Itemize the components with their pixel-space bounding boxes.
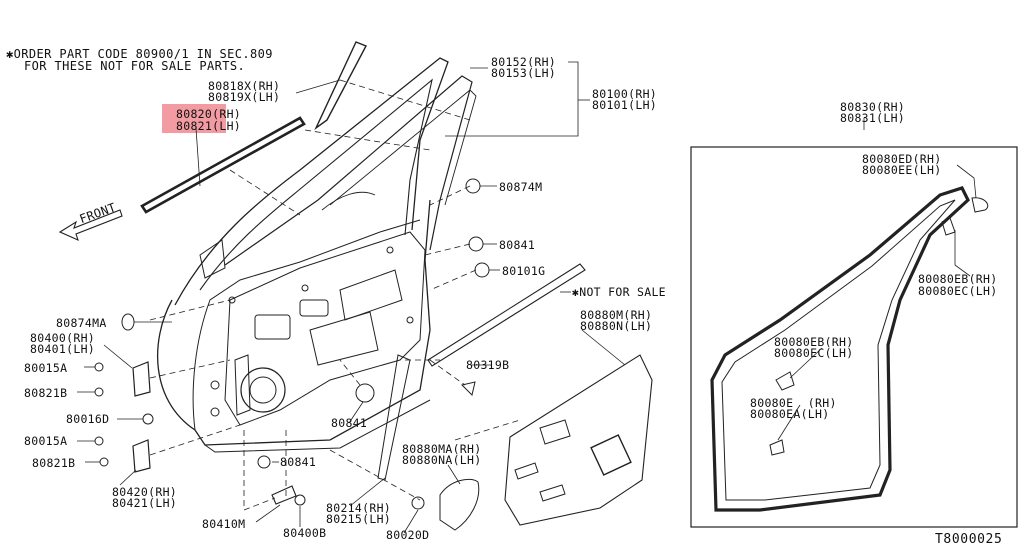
lower-hinge [132,439,151,473]
plug-80841-b [355,383,375,403]
part-80819x-lh[interactable]: 80819X(LH) [208,90,281,104]
trim-pocket [439,478,480,531]
part-80016d[interactable]: 80016D [66,412,110,426]
door-trim-board [504,354,653,526]
part-80821-lh[interactable]: 80821(LH) [176,119,242,133]
part-80080ea-lh[interactable]: 80080EA(LH) [750,407,830,421]
part-highlight [162,104,226,133]
part-80831-lh[interactable]: 80831(LH) [840,111,906,125]
order-note-line1: ✱ORDER PART CODE 80900/1 IN SEC.809 [6,47,273,61]
part-80401-lh[interactable]: 80401(LH) [30,342,96,356]
part-80841-top[interactable]: 80841 [499,238,536,252]
regulator-rail [377,354,411,481]
part-80880n-lh[interactable]: 80880N(LH) [580,319,653,333]
part-80100-rh[interactable]: 80100(RH) [592,87,658,101]
door-weatherstrip [710,186,970,512]
part-80153-lh[interactable]: 80153(LH) [491,66,557,80]
part-80015a-upper[interactable]: 80015A [24,361,68,375]
part-80080ec-lh-mid[interactable]: 80080EC(LH) [774,346,854,360]
door-sash-outer [174,57,449,306]
grommet-80874M [465,178,481,194]
part-80101g[interactable]: 80101G [502,264,546,278]
part-80821b-lower[interactable]: 80821B [32,456,76,470]
order-note-line2: FOR THESE NOT FOR SALE PARTS. [24,59,246,73]
part-80830-rh[interactable]: 80830(RH) [840,100,906,114]
part-80841-lower[interactable]: 80841 [331,416,368,430]
grommet-80874MA [121,313,135,331]
part-80874ma[interactable]: 80874MA [56,316,107,330]
part-80400-rh[interactable]: 80400(RH) [30,331,96,345]
part-80319b[interactable]: 80319B [466,358,510,372]
part-80841-bottom[interactable]: 80841 [280,455,317,469]
part-80152-rh[interactable]: 80152(RH) [491,55,557,69]
belt-moulding [427,263,586,367]
part-80020d[interactable]: 80020D [386,528,430,542]
part-80400b[interactable]: 80400B [283,526,327,540]
plug-80841-a [468,236,484,252]
front-arrow-icon [58,209,123,242]
part-80215-lh[interactable]: 80215(LH) [326,512,392,526]
not-for-sale-label: ✱NOT FOR SALE [572,285,666,299]
part-80880na-lh[interactable]: 80880NA(LH) [402,453,482,467]
part-80080eb-rh-mid[interactable]: 80080EB(RH) [774,335,854,349]
weatherstrip-clip-ed [971,197,989,213]
door-glass-run [224,75,473,266]
part-80874m[interactable]: 80874M [499,180,543,194]
part-80080ed-rh[interactable]: 80080ED(RH) [862,152,942,166]
part-80420-rh[interactable]: 80420(RH) [112,485,178,499]
sash-moulding [314,41,367,131]
outer-moulding [140,116,306,214]
clip-80101G [474,262,490,278]
diagram-code: T8000025 [935,532,1003,547]
speaker-hole [240,367,286,413]
part-80214-rh[interactable]: 80214(RH) [326,501,392,515]
door-shell [157,199,431,446]
part-80820-rh[interactable]: 80820(RH) [176,107,242,121]
upper-hinge [132,361,151,397]
inner-panel [224,231,426,426]
part-80080eb-rh-right[interactable]: 80080EB(RH) [918,272,998,286]
part-80821b-upper[interactable]: 80821B [24,386,68,400]
part-80880ma-rh[interactable]: 80880MA(RH) [402,442,482,456]
part-80080ec-lh-right[interactable]: 80080EC(LH) [918,284,998,298]
part-80080ee-lh[interactable]: 80080EE(LH) [862,163,942,177]
part-80818x-rh[interactable]: 80818X(RH) [208,79,281,93]
plug-80841-c [257,455,271,469]
part-80080e-rh[interactable]: 80080E (RH) [750,396,837,410]
door-sash-inner [199,78,433,291]
part-80015a-lower[interactable]: 80015A [24,434,68,448]
part-80880m-rh[interactable]: 80880M(RH) [580,308,653,322]
part-80410m[interactable]: 80410M [202,517,246,531]
part-80101-lh[interactable]: 80101(LH) [592,98,658,112]
part-80421-lh[interactable]: 80421(LH) [112,496,178,510]
weatherstrip-panel-frame [690,146,1018,528]
